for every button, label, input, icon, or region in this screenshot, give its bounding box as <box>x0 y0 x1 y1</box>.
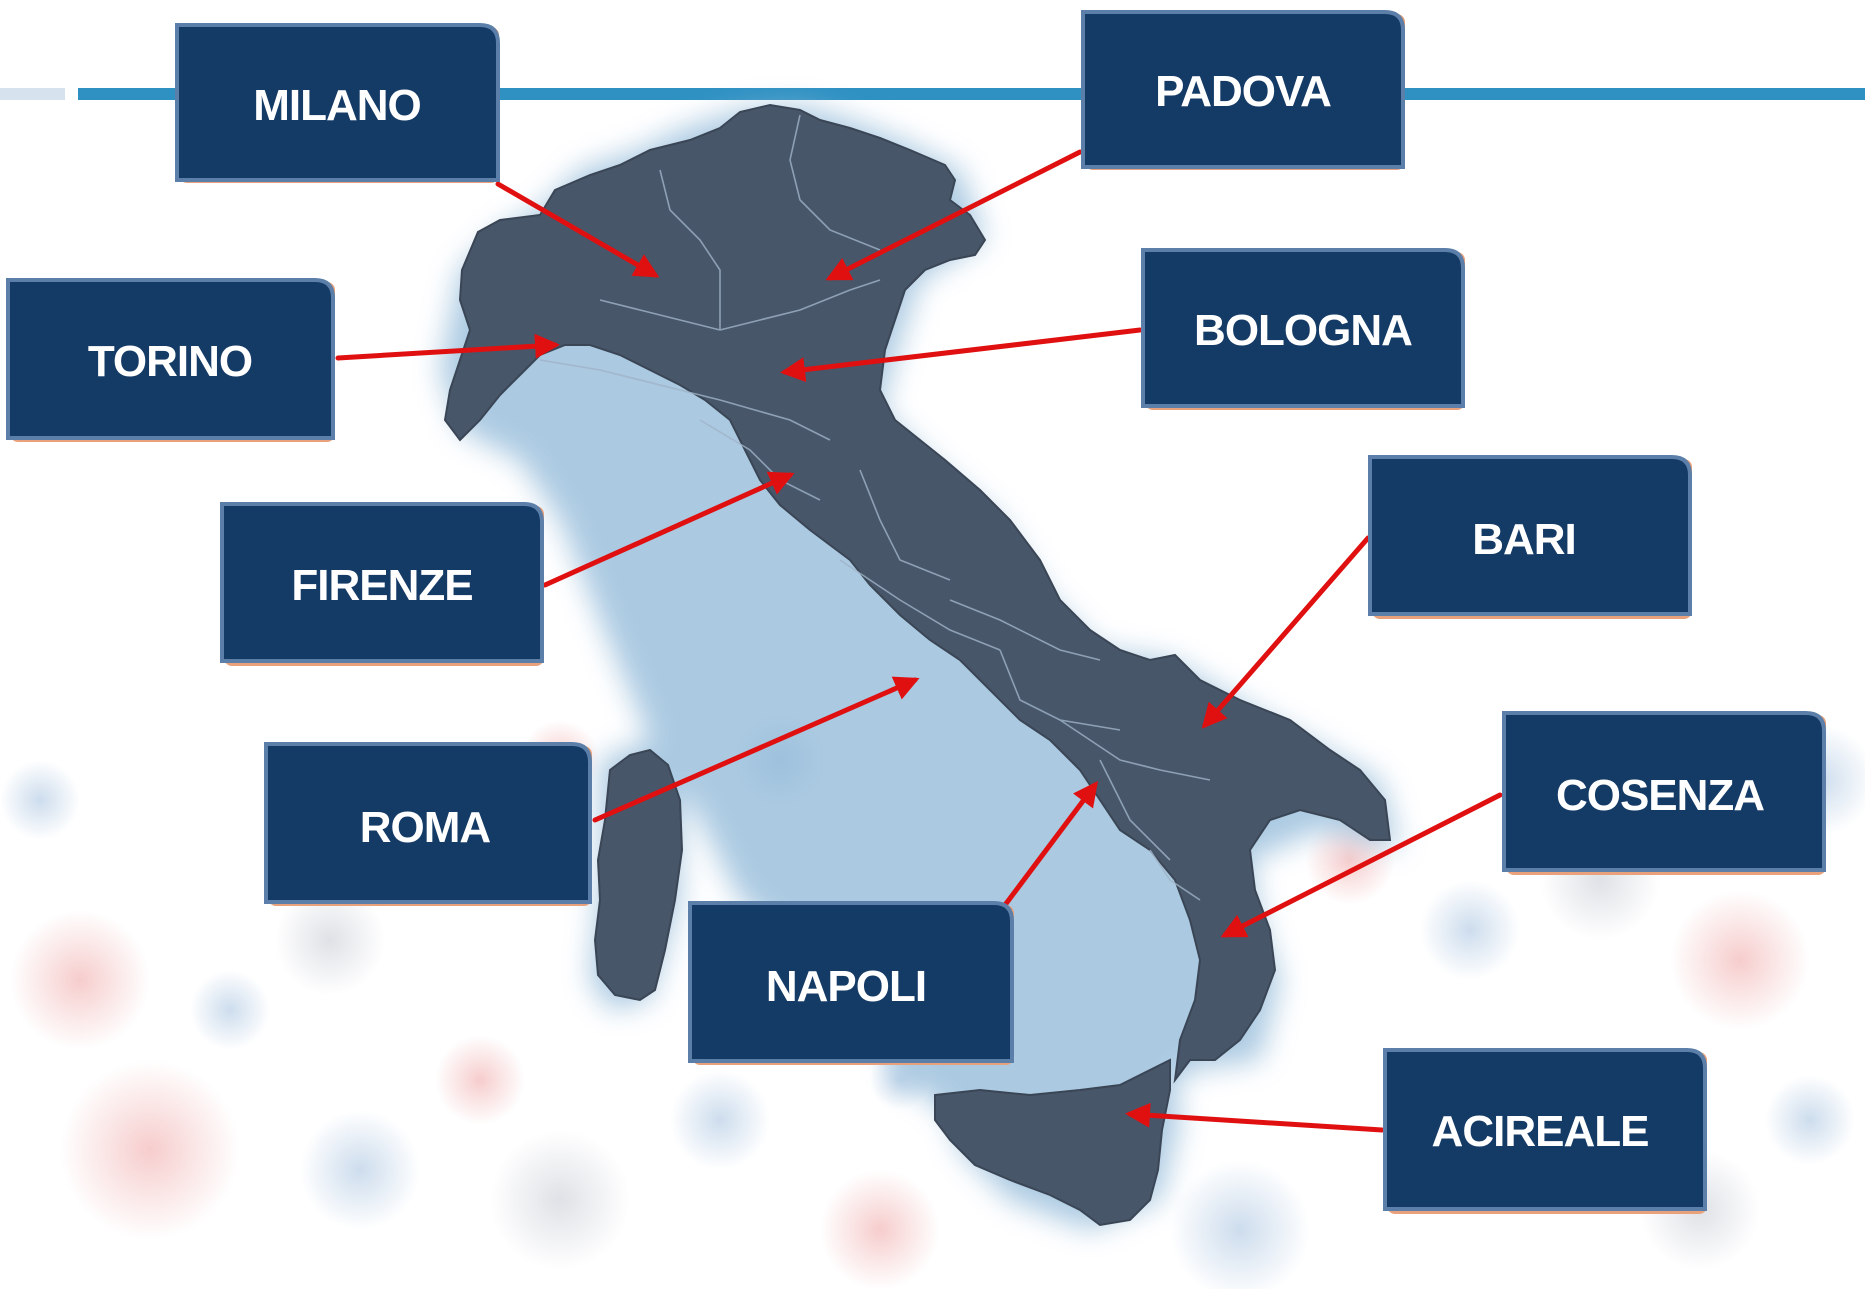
label-acireale-text: ACIREALE <box>1432 1107 1649 1156</box>
label-acireale: ACIREALE <box>1383 1048 1707 1214</box>
arrow-bologna <box>780 327 1143 383</box>
region-borders <box>539 114 1211 901</box>
city-labels: MILANO PADOVA TORINO BOLOGNA FIRENZE BAR… <box>6 10 1826 1214</box>
label-firenze: FIRENZE <box>220 502 544 666</box>
bokeh-background <box>0 715 1865 1289</box>
arrow-bari <box>1201 535 1371 729</box>
arrow-torino <box>335 333 560 361</box>
label-milano-text: MILANO <box>253 81 421 130</box>
label-padova: PADOVA <box>1081 10 1405 170</box>
label-milano: MILANO <box>175 23 500 183</box>
arrow-firenze <box>542 471 795 588</box>
label-cosenza-text: COSENZA <box>1556 771 1764 820</box>
label-bari: BARI <box>1368 455 1692 619</box>
label-cosenza: COSENZA <box>1502 711 1826 875</box>
label-padova-text: PADOVA <box>1155 67 1331 116</box>
sicily <box>934 1058 1171 1227</box>
label-roma-text: ROMA <box>360 803 491 852</box>
label-roma: ROMA <box>264 742 592 906</box>
arrow-milano <box>495 181 660 278</box>
arrow-napoli <box>1002 781 1098 908</box>
label-napoli: NAPOLI <box>688 901 1014 1065</box>
italy-mainland <box>443 103 1392 1084</box>
label-napoli-text: NAPOLI <box>766 962 926 1011</box>
arrow-roma <box>592 676 920 823</box>
arrow-cosenza <box>1220 792 1503 938</box>
italy-map <box>440 103 1400 1230</box>
label-torino: TORINO <box>6 278 335 442</box>
arrow-acireale <box>1125 1102 1385 1133</box>
arrows <box>335 149 1503 1133</box>
label-torino-text: TORINO <box>88 337 252 386</box>
label-bologna-text: BOLOGNA <box>1194 306 1412 355</box>
arrow-padova <box>825 149 1083 281</box>
label-bari-text: BARI <box>1472 515 1576 564</box>
top-rule <box>0 88 1865 100</box>
label-bologna: BOLOGNA <box>1141 248 1465 410</box>
label-firenze-text: FIRENZE <box>291 561 472 610</box>
